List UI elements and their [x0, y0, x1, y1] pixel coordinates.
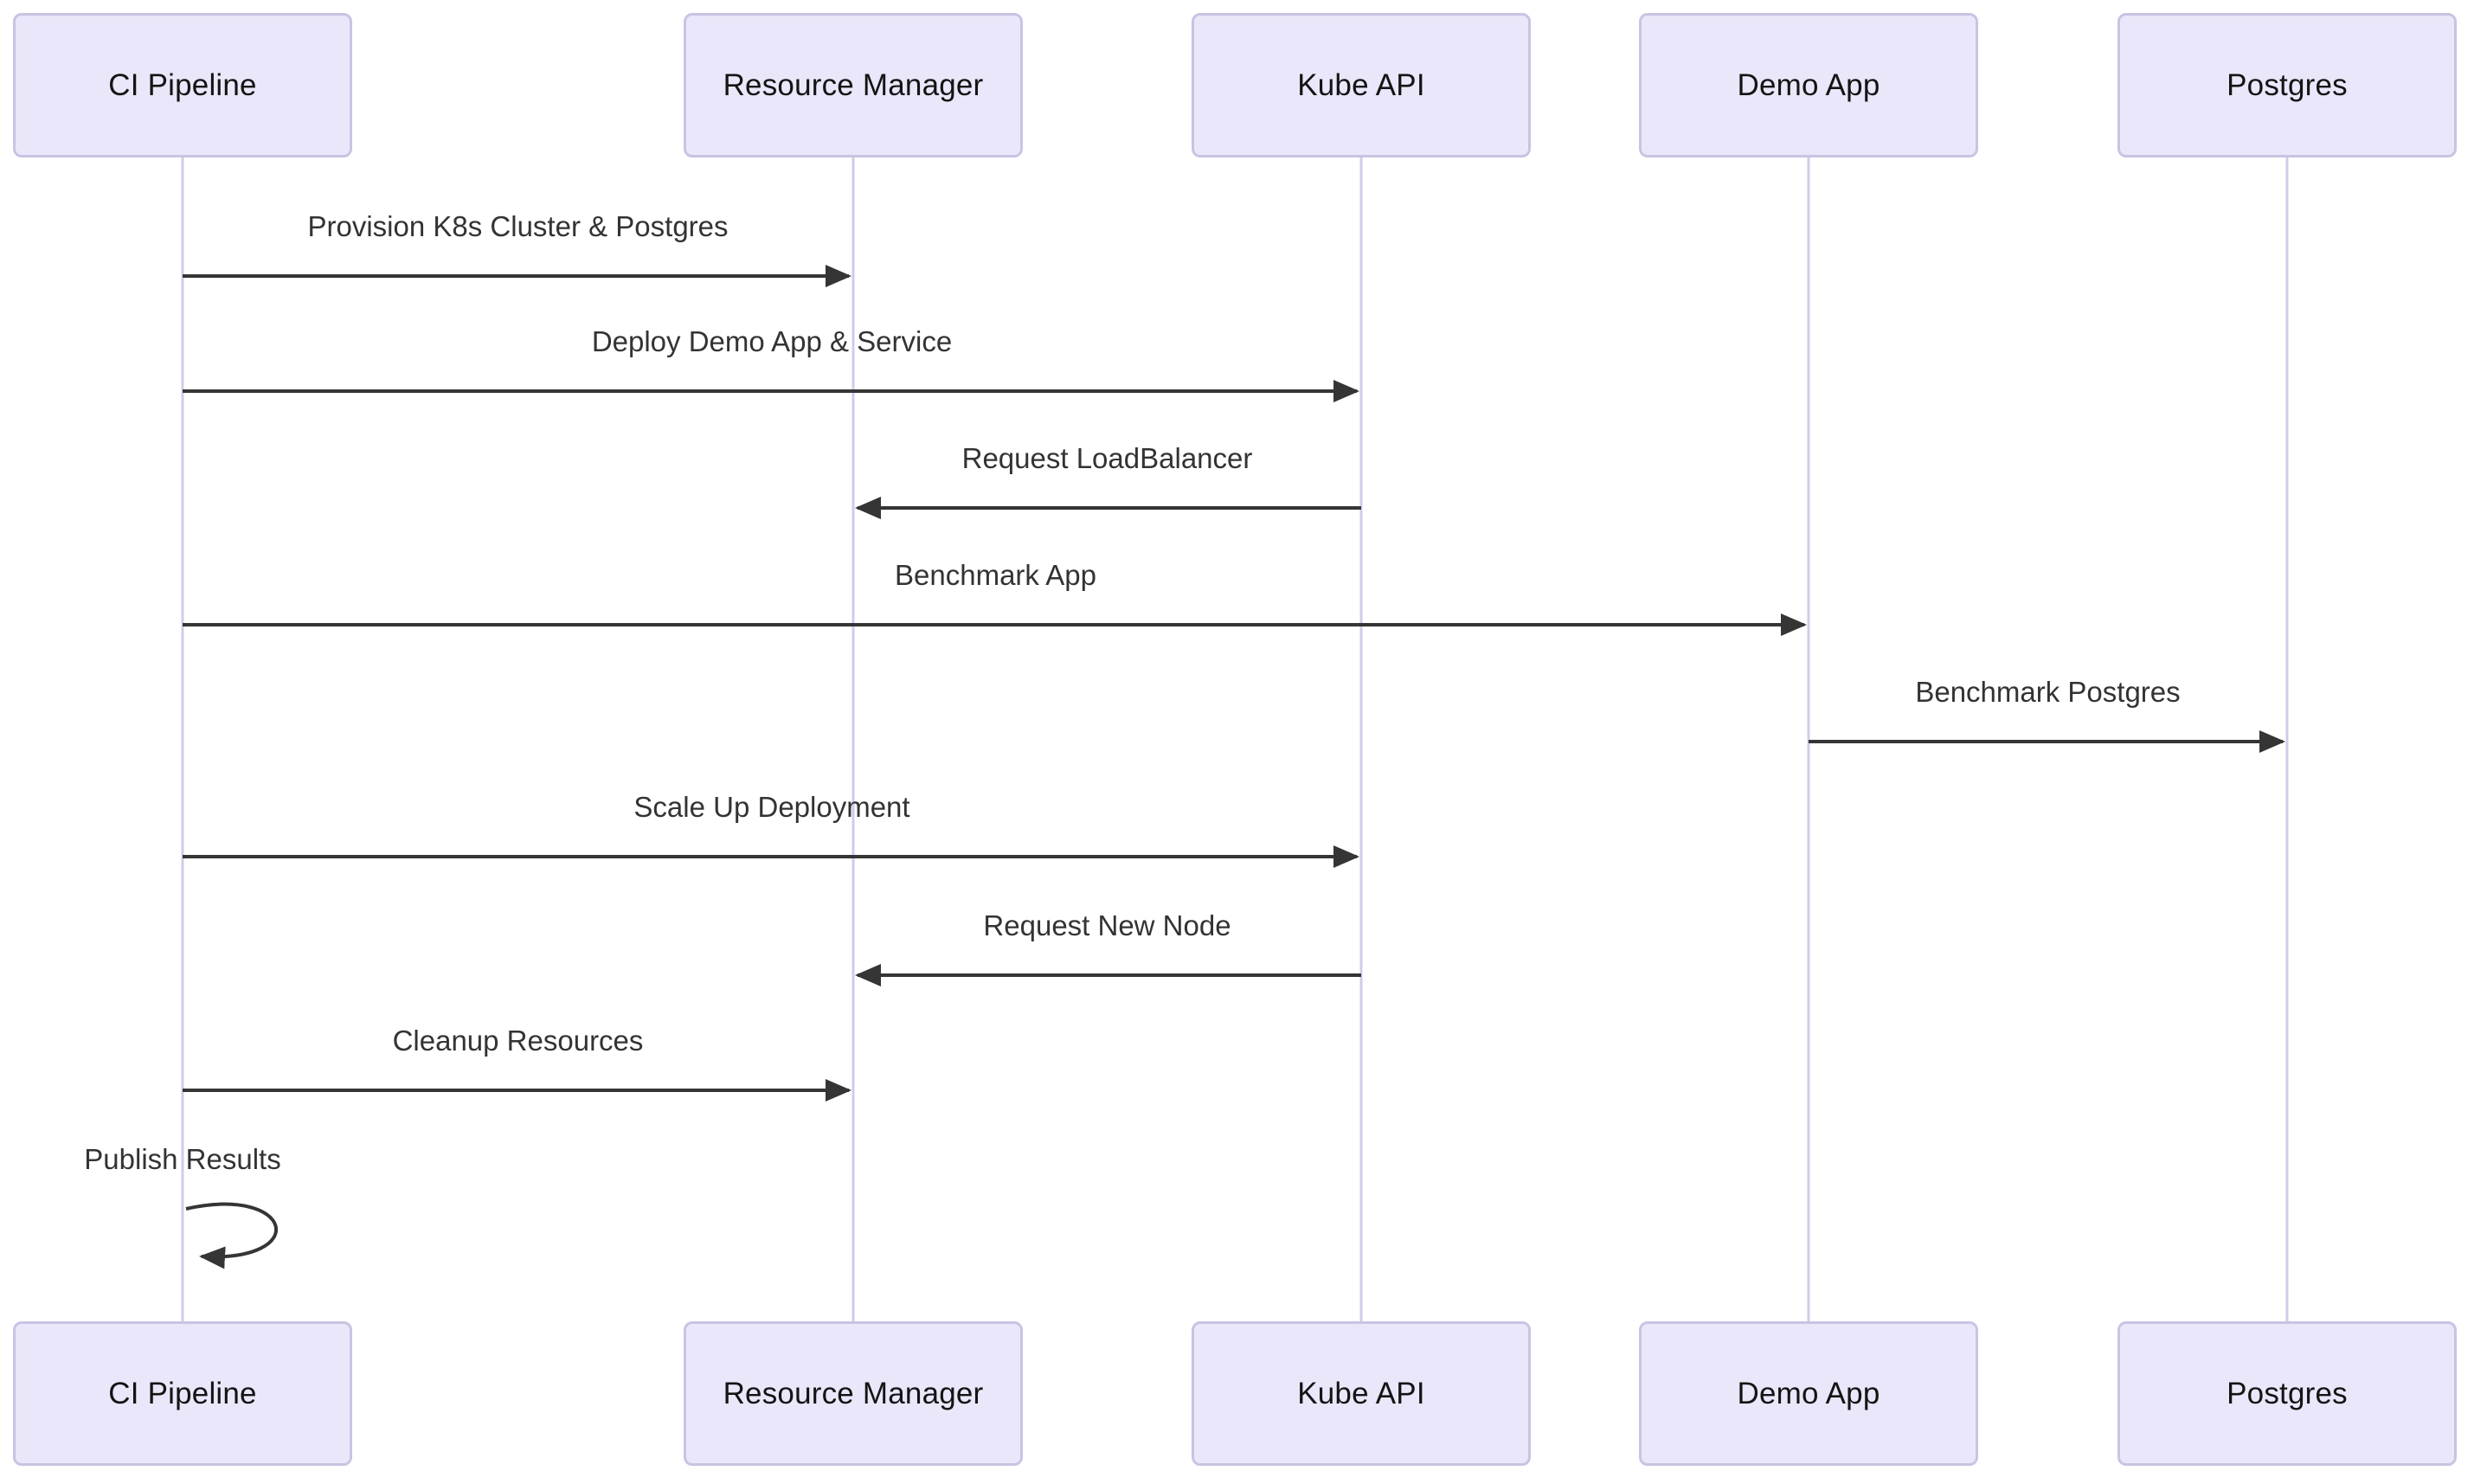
message-label: Scale Up Deployment	[633, 791, 910, 824]
message-label: Benchmark App	[895, 559, 1096, 592]
participant-box-bottom-demo: Demo App	[1639, 1321, 1978, 1466]
message-label: Cleanup Resources	[392, 1025, 644, 1057]
message-label: Deploy Demo App & Service	[591, 325, 953, 358]
message-label: Request New Node	[983, 909, 1231, 942]
participant-box-bottom-rm: Resource Manager	[684, 1321, 1023, 1466]
participant-box-top-kube: Kube API	[1192, 13, 1531, 157]
message-arrows	[183, 265, 2285, 1269]
message-label: Provision K8s Cluster & Postgres	[307, 210, 729, 243]
message-label: Benchmark Postgres	[1915, 676, 2181, 709]
participant-label: Demo App	[1737, 68, 1880, 102]
participant-label: Postgres	[2227, 68, 2348, 102]
message-label: Request LoadBalancer	[961, 442, 1253, 475]
participant-label: Kube API	[1297, 1377, 1425, 1410]
lifelines	[181, 157, 2289, 1321]
participant-box-top-ci: CI Pipeline	[13, 13, 352, 157]
participant-box-top-pg: Postgres	[2117, 13, 2457, 157]
participant-box-bottom-ci: CI Pipeline	[13, 1321, 352, 1466]
participant-label: CI Pipeline	[108, 1377, 257, 1410]
participant-box-top-demo: Demo App	[1639, 13, 1978, 157]
participant-box-top-rm: Resource Manager	[684, 13, 1023, 157]
participant-label: CI Pipeline	[108, 68, 257, 102]
participant-label: Demo App	[1737, 1377, 1880, 1410]
participant-label: Resource Manager	[723, 68, 984, 102]
participant-box-bottom-pg: Postgres	[2117, 1321, 2457, 1466]
self-message-arrow-ci	[185, 1202, 279, 1269]
participant-label: Kube API	[1297, 68, 1425, 102]
participant-label: Resource Manager	[723, 1377, 984, 1410]
participant-label: Postgres	[2227, 1377, 2348, 1410]
participant-box-bottom-kube: Kube API	[1192, 1321, 1531, 1466]
message-label: Publish Results	[84, 1143, 281, 1176]
